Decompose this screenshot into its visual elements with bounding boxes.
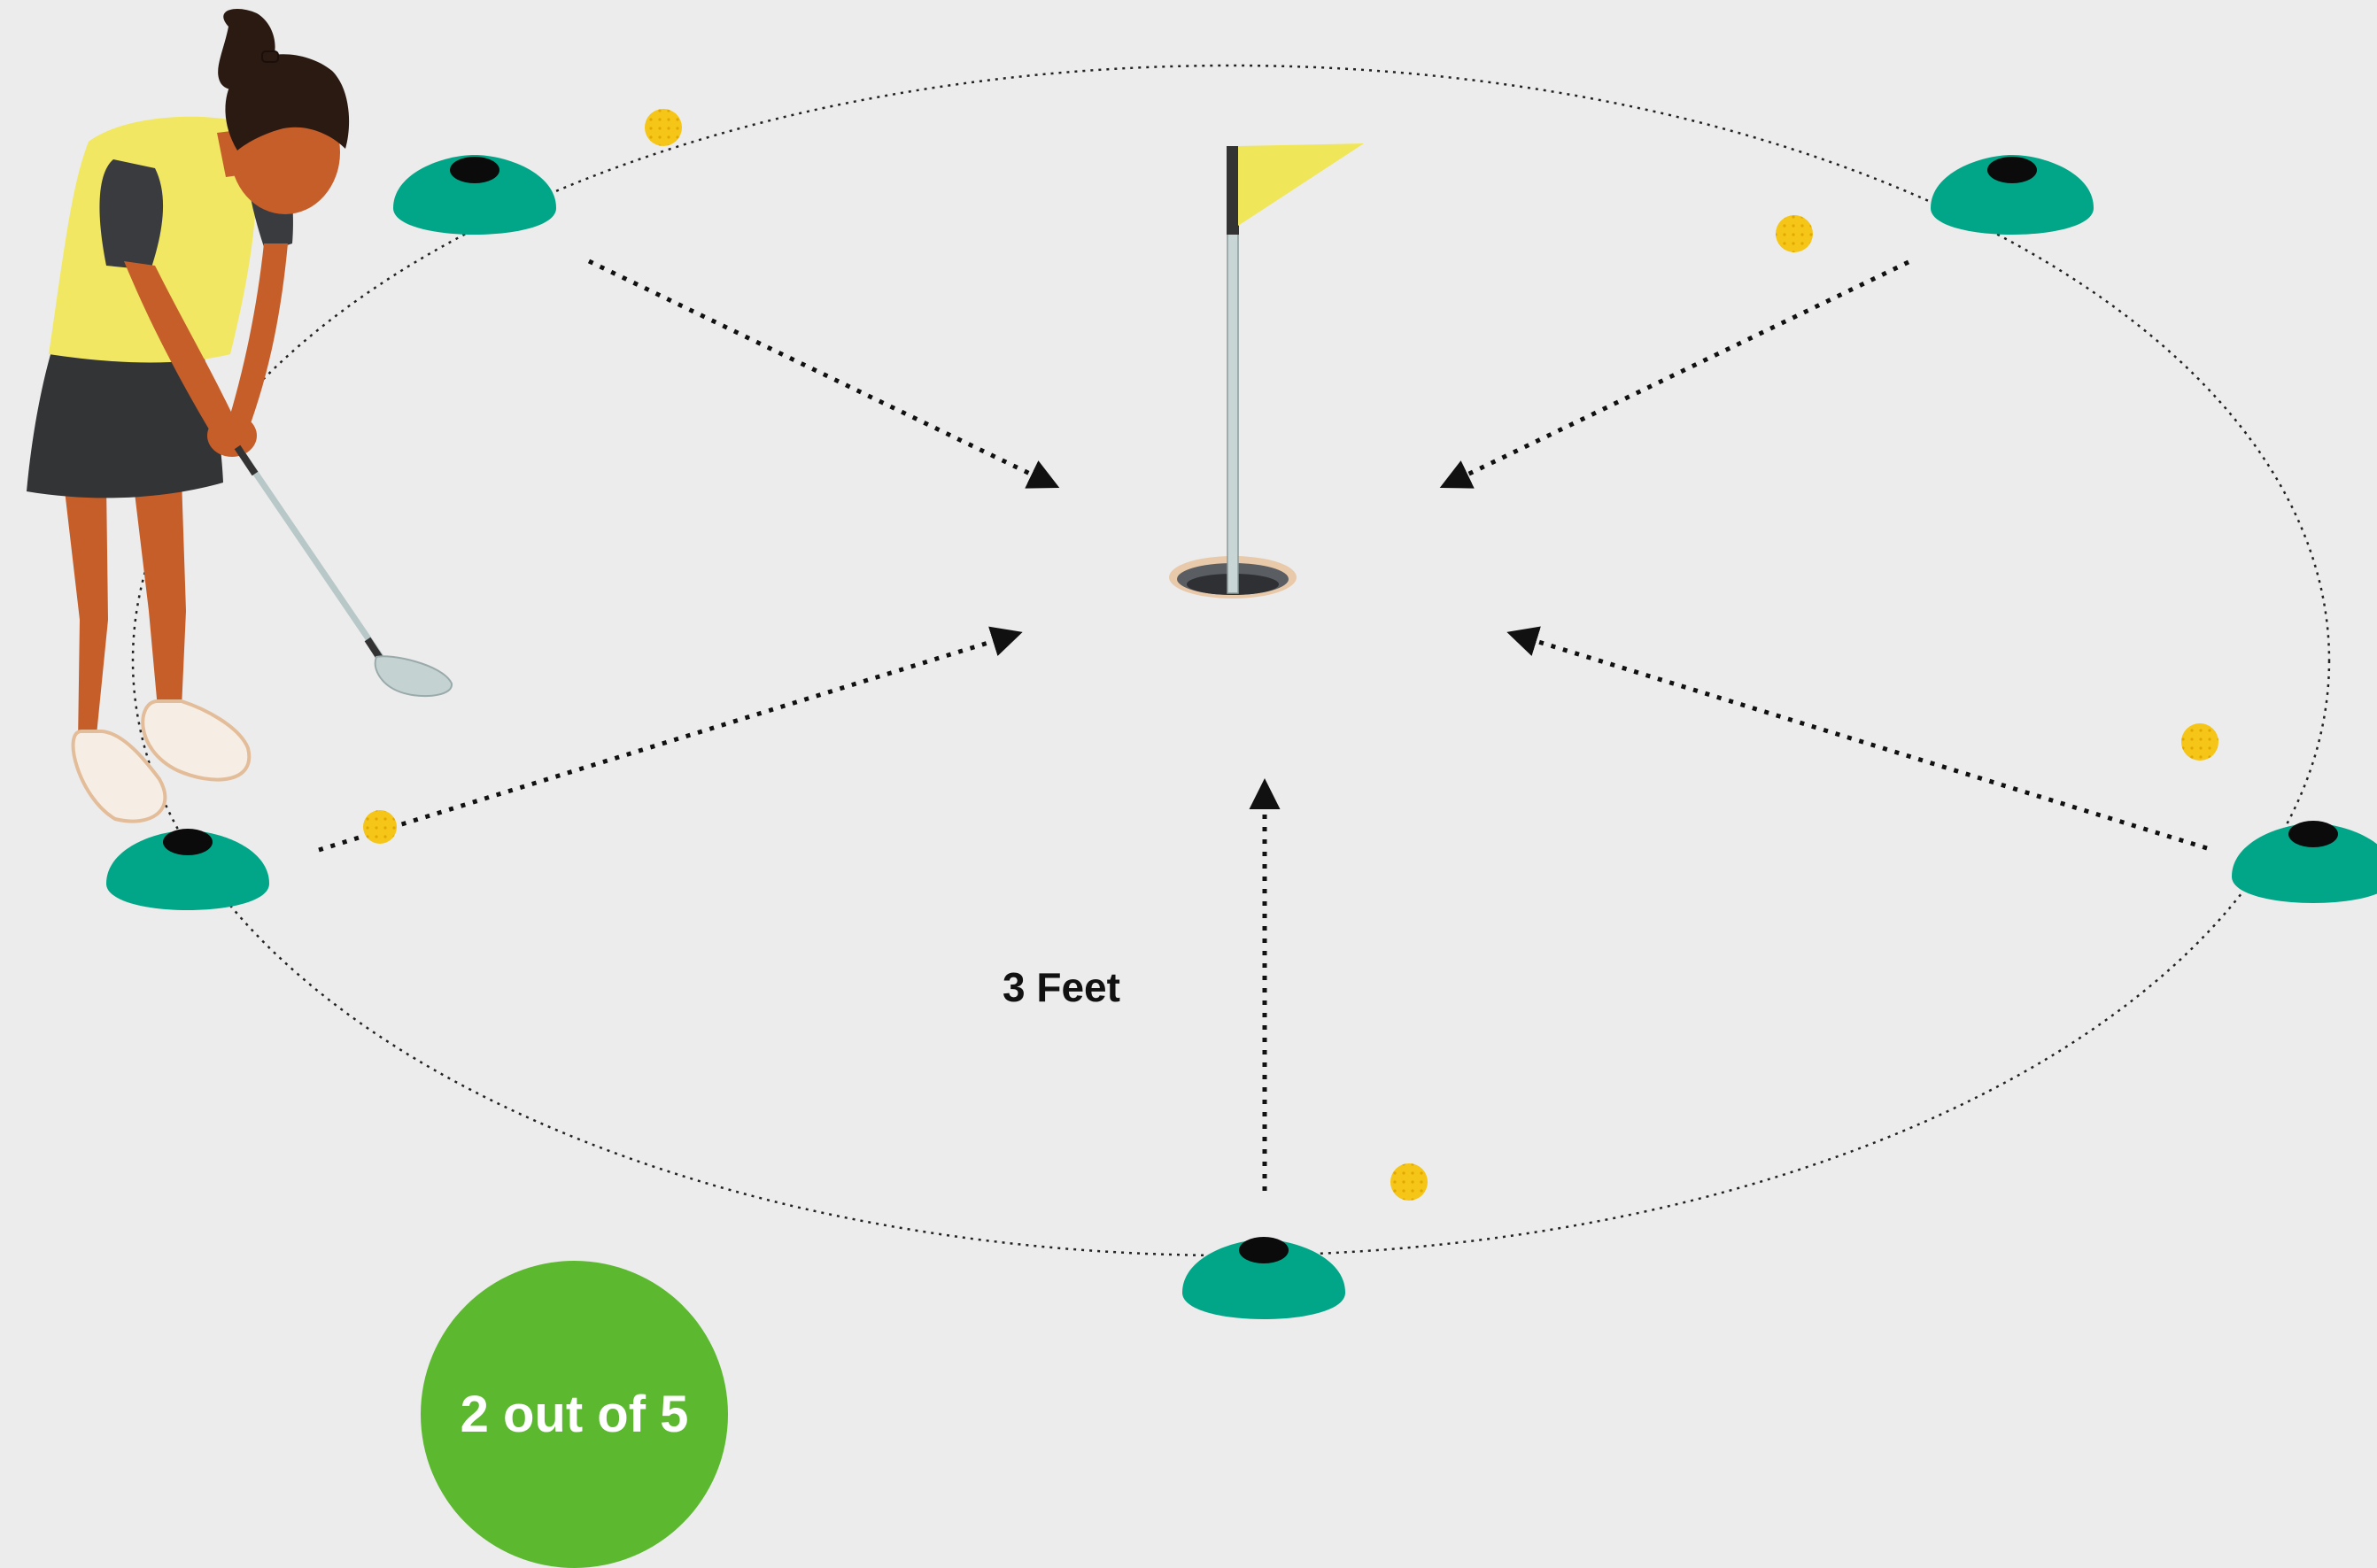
golf-ball: [363, 810, 397, 844]
golf-ball: [2181, 723, 2218, 761]
cone-top-left: [393, 155, 556, 235]
cones-group: [106, 155, 2377, 1319]
golfer-arm-left: [124, 261, 237, 443]
arrow-right: [1506, 626, 2208, 851]
cone-top-right: [1931, 155, 2094, 235]
putter-grip: [234, 444, 259, 476]
arrow-left: [318, 626, 1023, 853]
score-badge: 2 out of 5: [421, 1261, 728, 1568]
flag-pennant: [1238, 143, 1364, 226]
golf-ball: [645, 109, 682, 146]
golfer-back-shoe: [71, 730, 167, 823]
golf-balls-group: [363, 109, 2218, 1201]
flagstick-top: [1227, 146, 1239, 235]
golfer-hair-tie: [261, 50, 279, 63]
golfer-skirt: [27, 341, 223, 498]
golfer-ponytail: [218, 9, 275, 90]
distance-label: 3 Feet: [1003, 964, 1120, 1010]
arrow-top-right: [1439, 259, 1910, 489]
golfer-front-shoe: [141, 699, 252, 782]
cone-left: [106, 829, 269, 910]
golf-ball: [1390, 1163, 1428, 1201]
flagstick: [1227, 220, 1239, 594]
score-text: 2 out of 5: [460, 1386, 689, 1443]
drill-circle-boundary: [131, 64, 2331, 1257]
golf-ball: [1776, 215, 1813, 252]
cone-bottom: [1182, 1237, 1345, 1319]
putter-shaft: [238, 450, 383, 659]
golfer-front-leg: [133, 478, 186, 708]
putter-head: [374, 655, 453, 698]
arrows-group: [318, 259, 2208, 1191]
golfer-illustration: [27, 9, 453, 823]
golfer-back-leg: [64, 483, 108, 744]
cone-right: [2232, 821, 2377, 903]
arrow-top-left: [587, 259, 1060, 489]
golfer-sleeve-left: [99, 159, 164, 270]
hole-with-flag: [1169, 143, 1364, 599]
golfer-hands: [207, 414, 257, 457]
golfer-arm-right: [226, 243, 288, 436]
